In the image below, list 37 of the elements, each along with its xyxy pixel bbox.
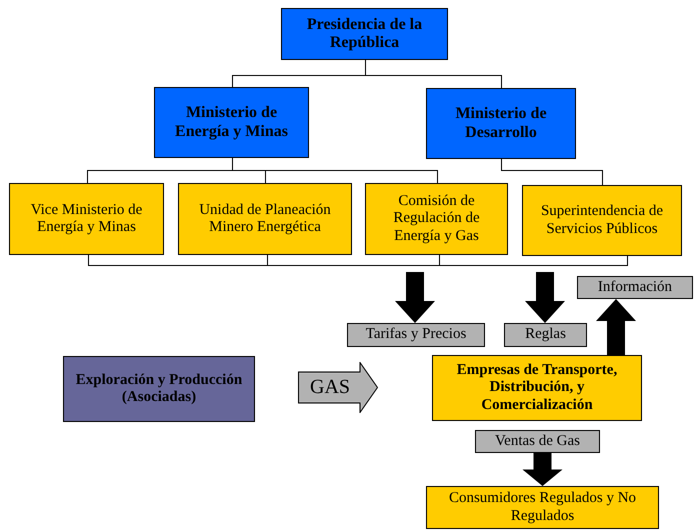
org-box (365, 183, 508, 255)
box-label: Presidencia de la República (306, 16, 424, 52)
org-box (426, 88, 576, 159)
block-arrow (596, 299, 636, 355)
block-arrow (395, 272, 435, 323)
box-label: Comisión de Regulación de Energía y Gas (392, 193, 481, 245)
org-box (432, 355, 642, 421)
org-box (522, 185, 682, 256)
box-label: Vice Ministerio de Energía y Minas (30, 202, 144, 236)
org-box (178, 183, 352, 255)
box-label: Ventas de Gas (495, 432, 580, 450)
box-label: Exploración y Producción (Asociadas) (74, 372, 244, 406)
box-label: Tarifas y Precios (366, 326, 466, 344)
org-box (281, 8, 448, 60)
box-label: Empresas de Transporte, Distribución, y Comercialización (456, 362, 618, 414)
connector-line (365, 60, 502, 88)
arrow-label: GAS (310, 376, 350, 399)
box-label: Ministerio de Desarrollo (454, 105, 548, 142)
org-box (9, 183, 164, 255)
box-label: Consumidores Regulados y No Regulados (448, 490, 638, 525)
org-box (154, 87, 309, 158)
org-box (63, 356, 255, 422)
box-label: Superintendencia de Servicios Públicos (540, 203, 664, 238)
box-label: Ministerio de Energía y Minas (174, 104, 289, 141)
box-label: Reglas (525, 326, 566, 344)
block-arrow (298, 362, 378, 413)
label-box (577, 276, 693, 299)
block-arrow (525, 272, 565, 323)
block-arrow (522, 453, 562, 486)
label-box (504, 323, 587, 347)
org-box (426, 486, 659, 529)
box-label: Unidad de Planeación Minero Energética (198, 202, 332, 236)
label-box (347, 323, 485, 347)
label-box (475, 430, 600, 453)
connector-line (232, 158, 438, 184)
box-label: Información (598, 278, 672, 296)
connector-line (501, 158, 603, 186)
